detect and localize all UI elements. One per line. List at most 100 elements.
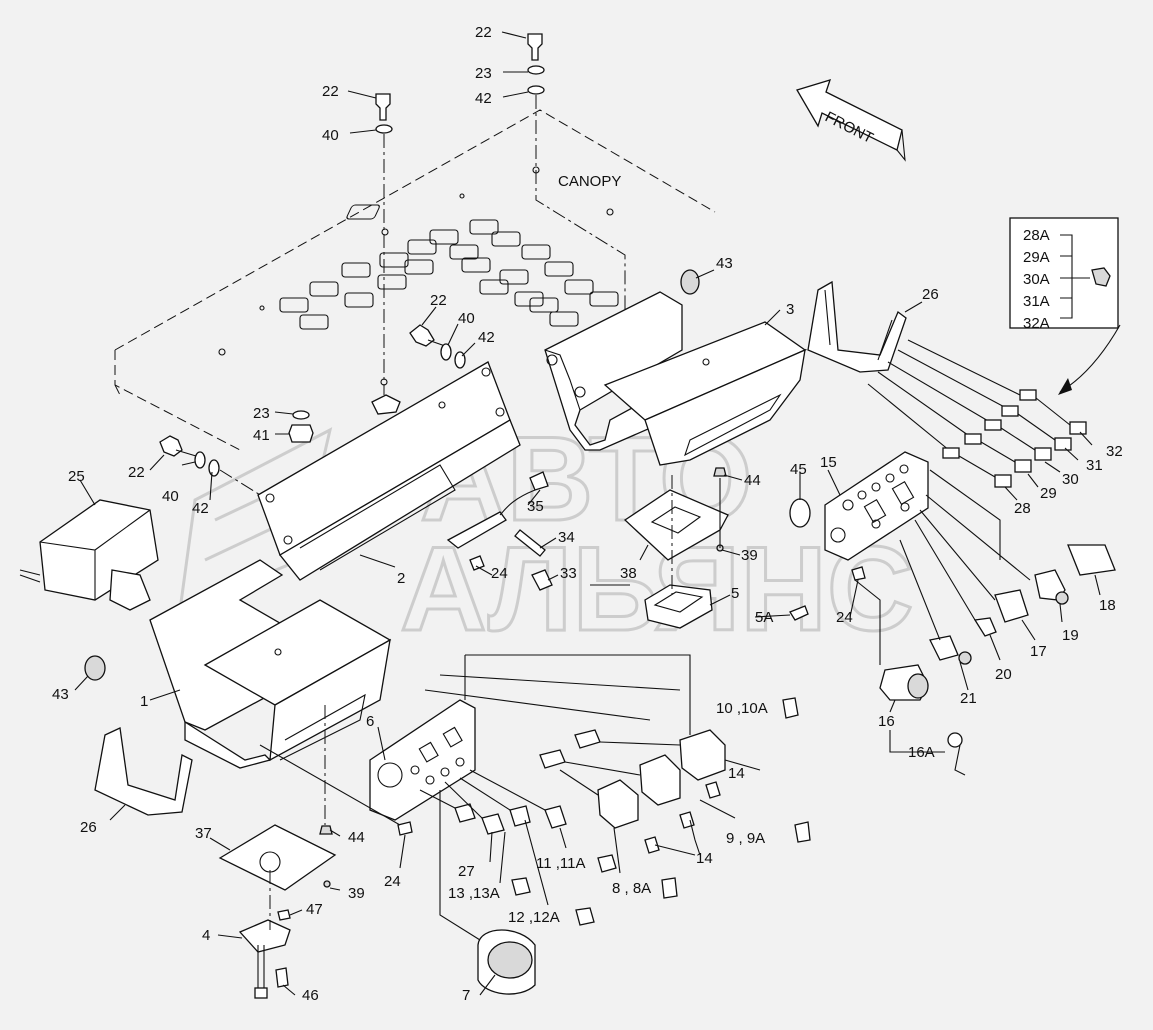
callout-47: 47: [306, 901, 323, 918]
box-3-body: [544, 291, 808, 451]
centerline-low: [219, 469, 266, 499]
callout-20: 20: [995, 666, 1012, 683]
top-fasteners: [159, 33, 626, 499]
socket-12: [509, 805, 531, 827]
small-fasteners: [319, 467, 866, 888]
callout-44-top: 44: [744, 472, 761, 489]
connector-32: [1019, 389, 1087, 435]
connector-35: [529, 471, 549, 491]
box-3-front: [644, 348, 806, 466]
callout-31: 31: [1086, 457, 1103, 474]
switch-5-face: [653, 591, 704, 613]
screw-24-low: [397, 821, 413, 836]
connector-30: [984, 419, 1052, 461]
bracket-2-slot: [299, 464, 456, 571]
nut-41: [288, 424, 314, 443]
screw-14-c: [644, 836, 660, 854]
inset-label-31a: 31A: [1023, 293, 1050, 310]
washer-40-mid: [440, 343, 452, 361]
callout-11: 11 ,11A: [536, 855, 585, 872]
callout-labels: 22 23 42 22 40 43 26 3 22 40 42 23 41 22…: [52, 24, 1123, 1004]
connector-28: [942, 447, 1012, 488]
callout-15: 15: [820, 454, 837, 471]
relay-10: [679, 729, 726, 781]
washer-23-top: [527, 65, 545, 75]
fuse-20: [973, 617, 997, 637]
callout-33: 33: [560, 565, 577, 582]
socket-21: [929, 635, 959, 661]
callout-24-right: 24: [836, 609, 853, 626]
callout-6: 6: [366, 713, 374, 730]
callout-26-left: 26: [80, 819, 97, 836]
socket-13: [481, 813, 505, 835]
gauge-7: [439, 790, 536, 995]
bracket-26-left: [94, 727, 193, 816]
bracket-2-tab: [371, 394, 401, 415]
beacon-25: [19, 499, 159, 611]
callout-43-low: 43: [52, 686, 69, 703]
callout-7: 7: [462, 987, 470, 1004]
callout-35: 35: [527, 498, 544, 515]
plate-38-slot: [650, 506, 702, 534]
callout-27: 27: [458, 863, 475, 880]
callout-30: 30: [1062, 471, 1079, 488]
callout-45: 45: [790, 461, 807, 478]
switches-right: [879, 544, 1116, 776]
panel-15-plate: [824, 451, 929, 561]
inset-bracket: [1060, 234, 1090, 319]
screw-39-low: [323, 880, 331, 888]
inset-label-32a: 32A: [1023, 315, 1050, 332]
callout-8: 8 , 8A: [612, 880, 651, 897]
callout-18: 18: [1099, 597, 1116, 614]
connector-relay-a: [574, 729, 601, 749]
nut-47: [277, 909, 291, 921]
panel-15: [824, 451, 929, 561]
washer-23-mid: [292, 410, 310, 420]
callout-10: 10 ,10A: [716, 700, 768, 717]
socket-27: [454, 803, 476, 823]
wire-35: [499, 489, 536, 516]
plate-38-shape: [623, 489, 729, 561]
callout-39-top: 39: [741, 547, 758, 564]
callout-28: 28: [1014, 500, 1031, 517]
callout-2: 2: [397, 570, 405, 587]
pin-34: [514, 529, 546, 557]
bulb-9a: [794, 821, 811, 843]
callout-5: 5: [731, 585, 739, 602]
callout-16a: 16A: [908, 744, 935, 761]
callout-19: 19: [1062, 627, 1079, 644]
callout-24-low: 24: [384, 873, 401, 890]
front-arrow-shape: [796, 79, 903, 151]
parts-33-35: [446, 471, 553, 591]
bracket-26-right-shape: [807, 280, 907, 373]
connector-relay-b: [539, 749, 566, 769]
connector-29: [964, 433, 1032, 473]
bulb-10a: [782, 697, 799, 719]
socket-11: [544, 805, 567, 829]
screw-24-right: [851, 566, 866, 581]
front-arrow: FRONT: [796, 79, 906, 162]
bracket-26-right: [807, 280, 907, 373]
box-1-front: [269, 638, 391, 762]
callout-23-mid: 23: [253, 405, 270, 422]
callout-3: 3: [786, 301, 794, 318]
callout-25: 25: [68, 468, 85, 485]
bolt-22-low-shaft: [175, 449, 197, 457]
box-3-side: [544, 349, 581, 411]
callout-1: 1: [140, 693, 148, 710]
callout-24-mid: 24: [491, 565, 508, 582]
washer-40-left: [375, 124, 393, 134]
bolt-22-top: [527, 33, 543, 61]
callout-29: 29: [1040, 485, 1057, 502]
inset-bulb-icon: [1091, 267, 1111, 287]
relay-8: [597, 779, 639, 829]
callout-5a: 5A: [755, 609, 773, 626]
connector-31: [1001, 405, 1072, 451]
inset-pointer-head: [1058, 378, 1072, 395]
callout-43-top: 43: [716, 255, 733, 272]
callout-42-top: 42: [475, 90, 492, 107]
switch-18: [1067, 544, 1116, 576]
box-1: [149, 559, 392, 825]
canopy-outline-top: [114, 109, 716, 351]
inset-label-28a: 28A: [1023, 227, 1050, 244]
